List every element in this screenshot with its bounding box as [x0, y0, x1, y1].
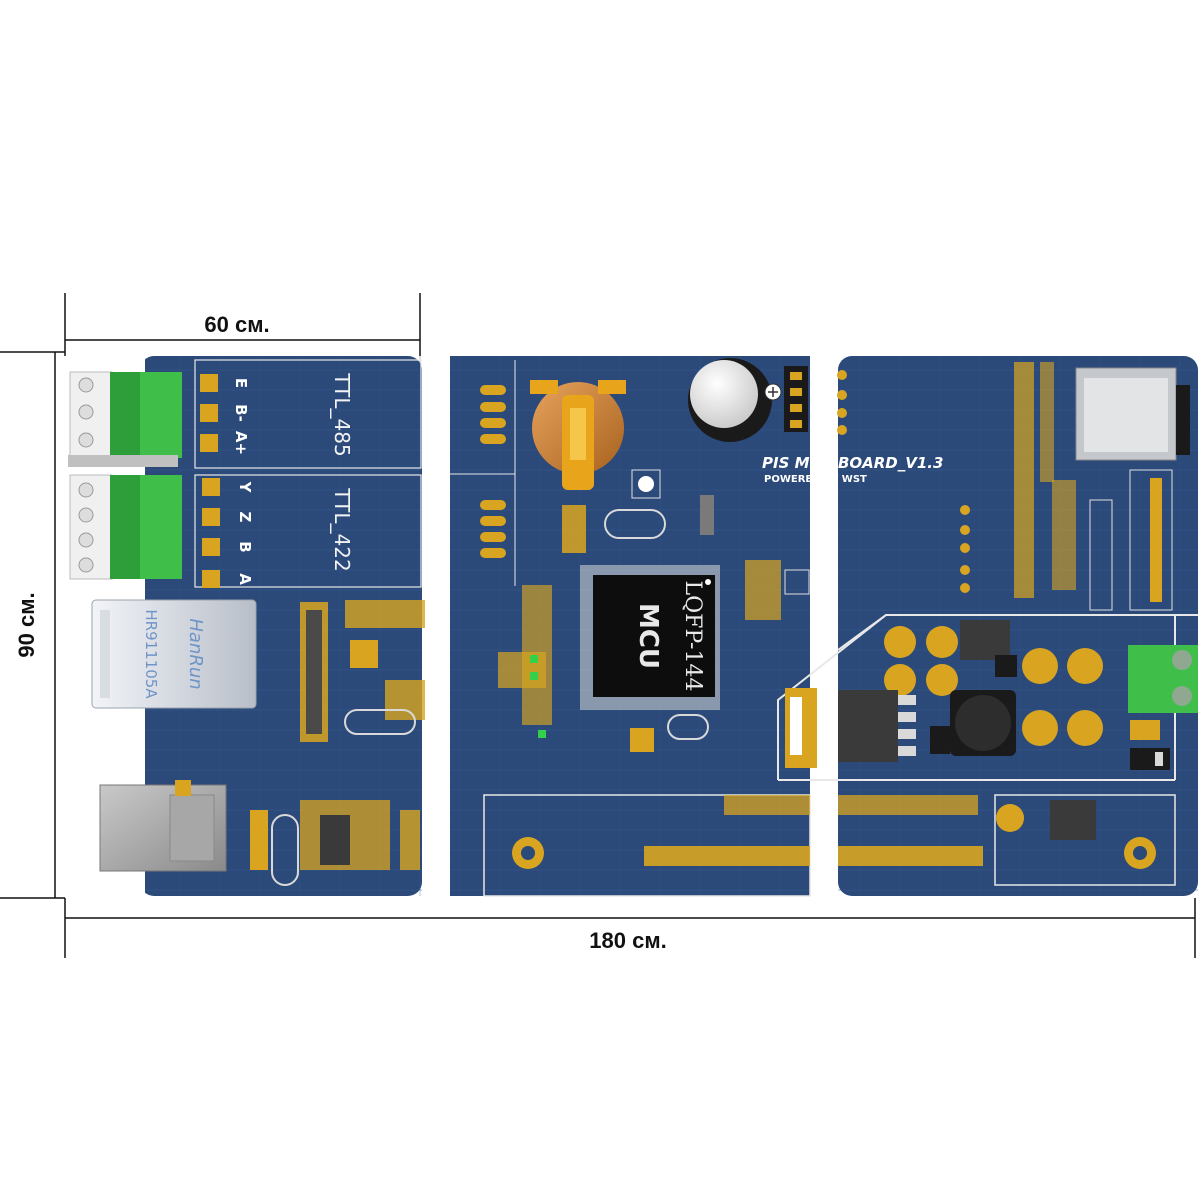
- rj45-jack: [91, 599, 257, 709]
- power-section: [785, 620, 1170, 770]
- sd-card-slot: [1075, 367, 1190, 461]
- terminal-block-485: [68, 371, 182, 467]
- bottom-right-parts: [838, 794, 1176, 886]
- dimension-lines: [0, 293, 1196, 958]
- parts-center: [483, 469, 811, 897]
- pads-485: [200, 374, 218, 452]
- ic-grid-left: [175, 600, 425, 886]
- pad-column-top: [480, 385, 506, 558]
- coin-battery: [530, 380, 626, 490]
- header-pins-center: [644, 795, 810, 866]
- terminal-block-422: [69, 474, 182, 580]
- buzzer: [688, 358, 808, 442]
- mcu-chip: [580, 565, 720, 710]
- pads-422: [202, 478, 220, 588]
- resistor-column: [1014, 362, 1173, 611]
- dc-terminal: [1128, 645, 1198, 713]
- panel-left: [65, 356, 425, 896]
- panel-right: [777, 356, 1198, 896]
- test-pads: [837, 370, 970, 593]
- usb-connector: [99, 784, 227, 872]
- panel-center: [450, 356, 811, 897]
